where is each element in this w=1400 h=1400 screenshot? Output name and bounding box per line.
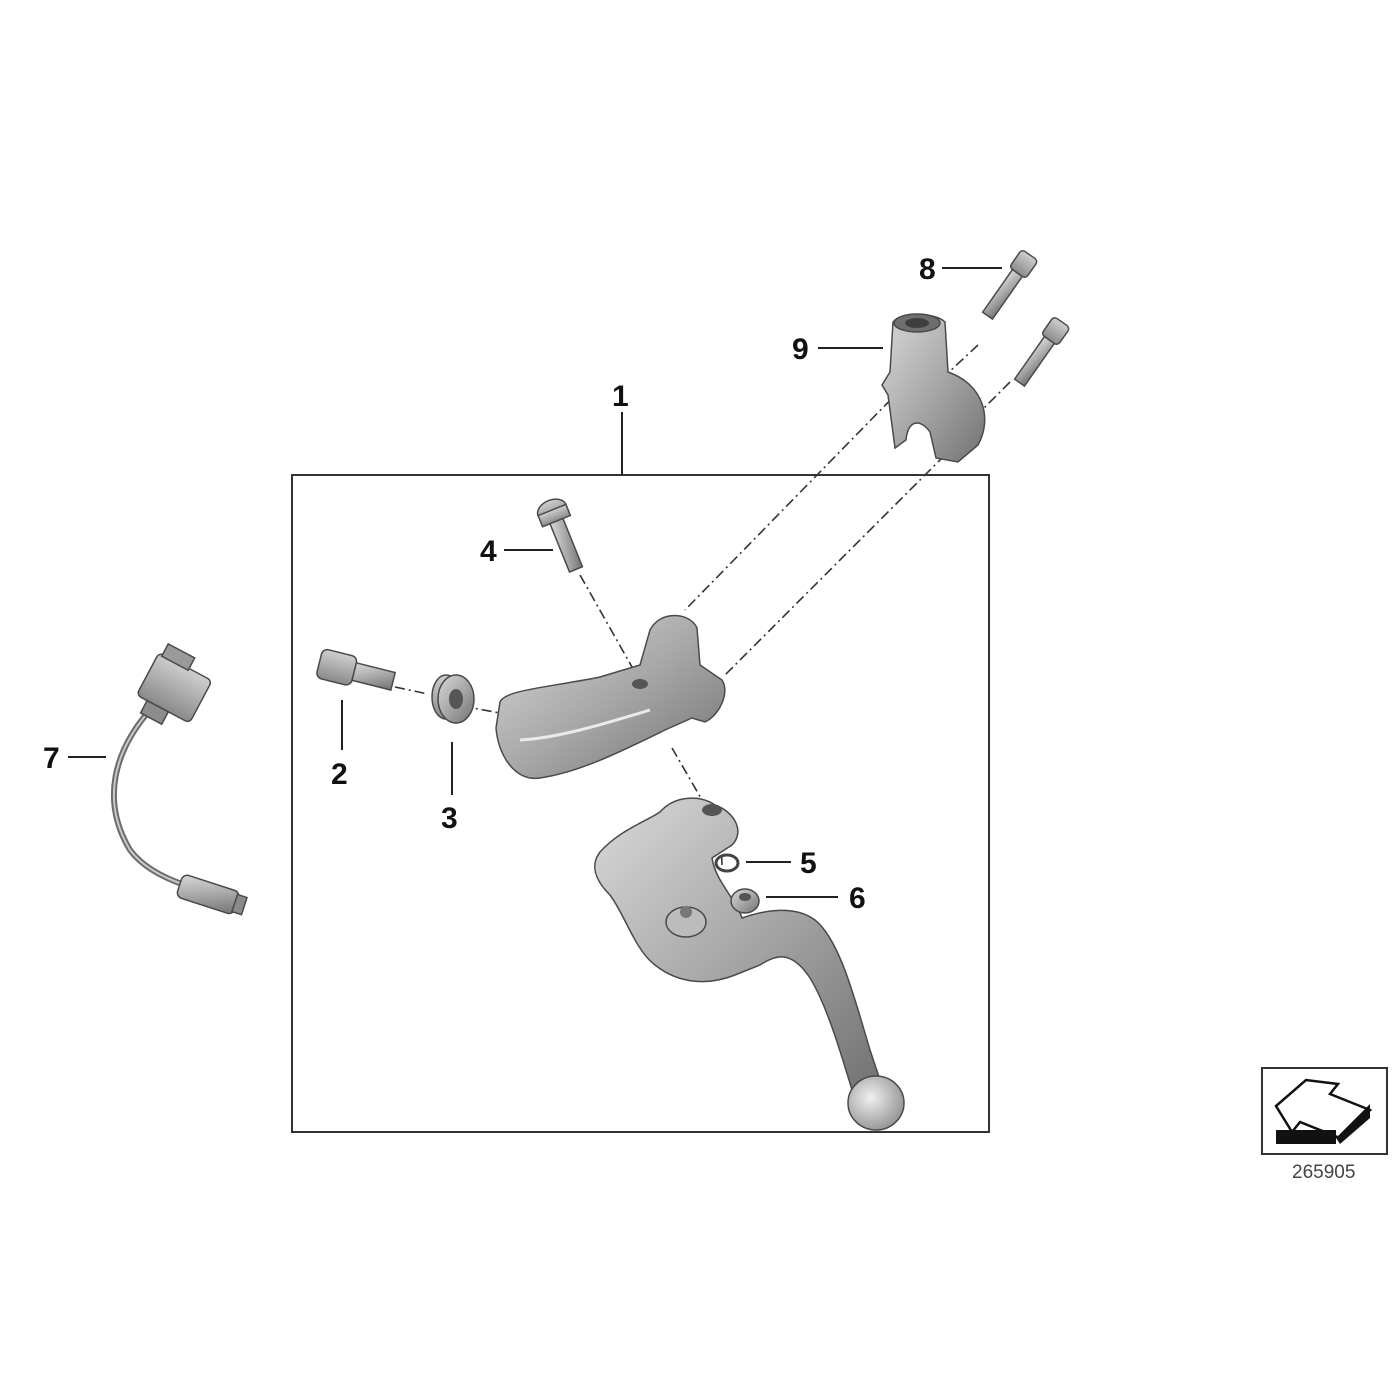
reference-number: 265905 (1292, 1162, 1355, 1183)
callout-3: 3 (441, 802, 458, 835)
bushing-part-3 (431, 674, 475, 724)
adjuster-screw-part-2 (316, 648, 397, 691)
orientation-arrow-icon (1261, 1067, 1388, 1155)
callout-5: 5 (800, 847, 817, 880)
lever (594, 797, 905, 1131)
lever-bracket (495, 614, 726, 780)
callout-6: 6 (849, 882, 866, 915)
leader-lines (68, 267, 1002, 898)
nut-part-6 (730, 888, 760, 914)
callout-7: 7 (43, 742, 60, 775)
assembly-frame (291, 474, 990, 1133)
callout-1: 1 (612, 380, 629, 413)
pivot-bolt-part-4 (536, 498, 584, 573)
bolt-part-8 (981, 250, 1070, 388)
callout-8: 8 (919, 253, 936, 286)
clamp-part-9 (881, 313, 986, 463)
callout-4: 4 (480, 535, 497, 568)
switch-cable-part-7 (110, 642, 248, 916)
callout-2: 2 (331, 758, 348, 791)
washer-part-5 (714, 853, 740, 873)
callout-9: 9 (792, 333, 809, 366)
